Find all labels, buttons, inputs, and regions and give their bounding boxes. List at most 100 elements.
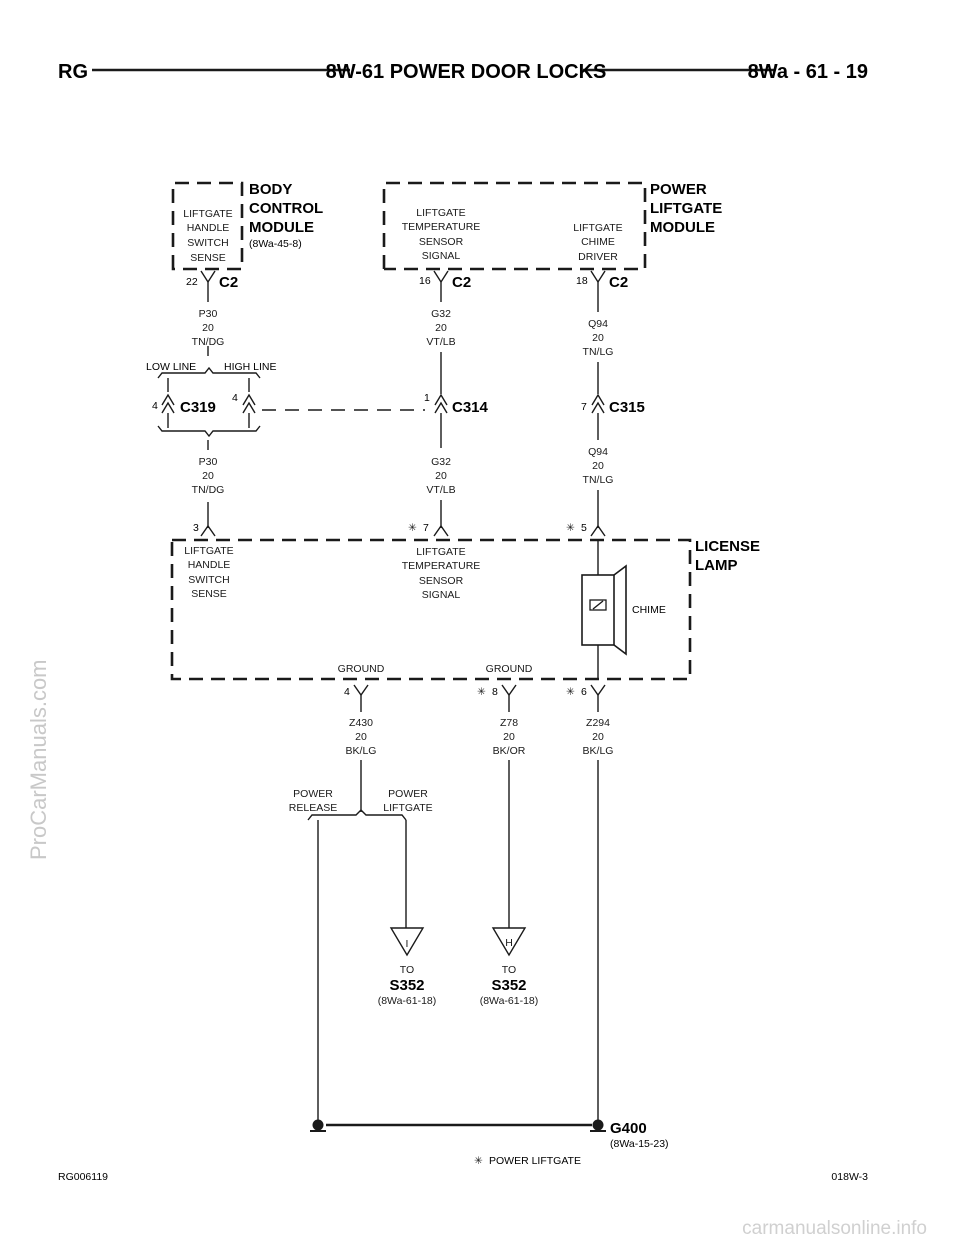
bcm-box [171,181,244,271]
wire-label: G32 [431,308,451,320]
chime-label: CHIME [632,604,666,616]
header-title: 8W-61 POWER DOOR LOCKS [326,61,607,83]
chime-element [589,599,607,611]
split-left: RELEASE [289,802,337,814]
wire-label: Q94 [588,318,608,330]
lamp-signal2-line: TEMPERATURE [402,560,481,572]
asterisk-icon: ✳ [474,1155,483,1167]
lamp-signal2-line: LIFTGATE [416,546,465,558]
bcm-signal-line: HANDLE [187,222,230,234]
wire-label: P30 [199,308,218,320]
footer-right: 018W-3 [831,1171,868,1183]
wire-label: BK/OR [493,745,526,757]
license-lamp-box [170,538,692,681]
lamp-pin8: 8 [492,686,498,698]
ground-dot-left [312,1119,324,1131]
plm-pin1: 16 [419,275,431,287]
lamp-pin3: 3 [193,522,199,534]
wire-label: Z294 [586,717,610,729]
bcm-name: MODULE [249,219,314,236]
wire-label: Q94 [588,446,608,458]
lamp-ground1: GROUND [338,663,385,675]
wire-label: Z78 [500,717,518,729]
lamp-signal1-line: HANDLE [188,559,231,571]
lamp-signal1-line: SWITCH [188,574,229,586]
bcm-ref: (8Wa-45-8) [249,238,302,250]
lamp-pin5-terminal [590,524,606,537]
plm-signal1-line: TEMPERATURE [402,221,481,233]
plm-name: LIFTGATE [650,200,722,217]
plm-signal1-line: SENSOR [419,236,464,248]
offpage-s352: S352 [491,977,526,994]
c319-high-line: HIGH LINE [224,361,277,373]
offpage-letter: H [505,937,513,949]
wire-label: P30 [199,456,218,468]
header-left: RG [58,61,88,83]
lamp-name: LICENSE [695,538,760,555]
wire-label: 20 [355,731,367,743]
c319-connector-right [242,393,256,414]
split-left: POWER [293,788,333,800]
asterisk-icon: ✳ [566,686,575,698]
lamp-pin6-terminal [590,684,606,697]
wire-label: 20 [503,731,515,743]
lamp-pin8-terminal [501,684,517,697]
offpage-arrow-h [491,927,527,957]
bottom-watermark: carmanualsonline.info [742,1218,927,1239]
asterisk-icon: ✳ [566,522,575,534]
wire-label: 20 [435,470,447,482]
c319-top-bracket [157,366,261,379]
split-right: LIFTGATE [383,802,432,814]
lamp-pin3-terminal [200,524,216,537]
plm-pin16-terminal [433,270,449,284]
c314-name: C314 [452,399,489,416]
g400-name: G400 [610,1120,647,1137]
bcm-name: BODY [249,181,292,198]
bcm-pin22-terminal [200,270,216,284]
wire-label: BK/LG [583,745,614,757]
bcm-signal-line: LIFTGATE [183,208,232,220]
c319-pin-right: 4 [232,392,238,404]
plm-connector1: C2 [452,274,471,291]
offpage-letter: I [406,938,409,950]
c314-connector [434,393,448,414]
plm-pin2: 18 [576,275,588,287]
lamp-pin7: 7 [423,522,429,534]
lamp-ground2: GROUND [486,663,533,675]
plm-signal1-line: LIFTGATE [416,207,465,219]
bcm-signal-line: SENSE [190,252,226,264]
offpage-to: TO [502,964,516,976]
wire-label: 20 [592,731,604,743]
wire-label: 20 [592,332,604,344]
footer-left: RG006119 [58,1171,108,1183]
g400-ref: (8Wa-15-23) [610,1138,669,1150]
wire-label: VT/LB [426,336,455,348]
asterisk-icon: ✳ [408,522,417,534]
header-right: 8Wa - 61 - 19 [748,61,868,83]
offpage-ref: (8Wa-61-18) [480,995,539,1007]
lamp-signal1-line: LIFTGATE [184,545,233,557]
wire-label: TN/LG [583,474,614,486]
offpage-s352: S352 [389,977,424,994]
c319-pin-left: 4 [152,400,158,412]
plm-connector2: C2 [609,274,628,291]
plm-signal2-line: LIFTGATE [573,222,622,234]
c319-bottom-bracket [157,425,261,438]
c314-pin: 1 [424,392,430,404]
offpage-ref: (8Wa-61-18) [378,995,437,1007]
lamp-pin4-terminal [353,684,369,697]
chime-horn [613,564,627,656]
plm-signal2-line: DRIVER [578,251,618,263]
c319-name: C319 [180,399,216,416]
split-right: POWER [388,788,428,800]
plm-pin18-terminal [590,270,606,284]
plm-name: POWER [650,181,707,198]
c315-pin: 7 [581,401,587,413]
lamp-pin5: 5 [581,522,587,534]
wire-label: G32 [431,456,451,468]
ground-dot-g400 [592,1119,604,1131]
ground-split-bracket [307,809,407,821]
c315-connector [591,393,605,414]
c319-low-line: LOW LINE [146,361,196,373]
